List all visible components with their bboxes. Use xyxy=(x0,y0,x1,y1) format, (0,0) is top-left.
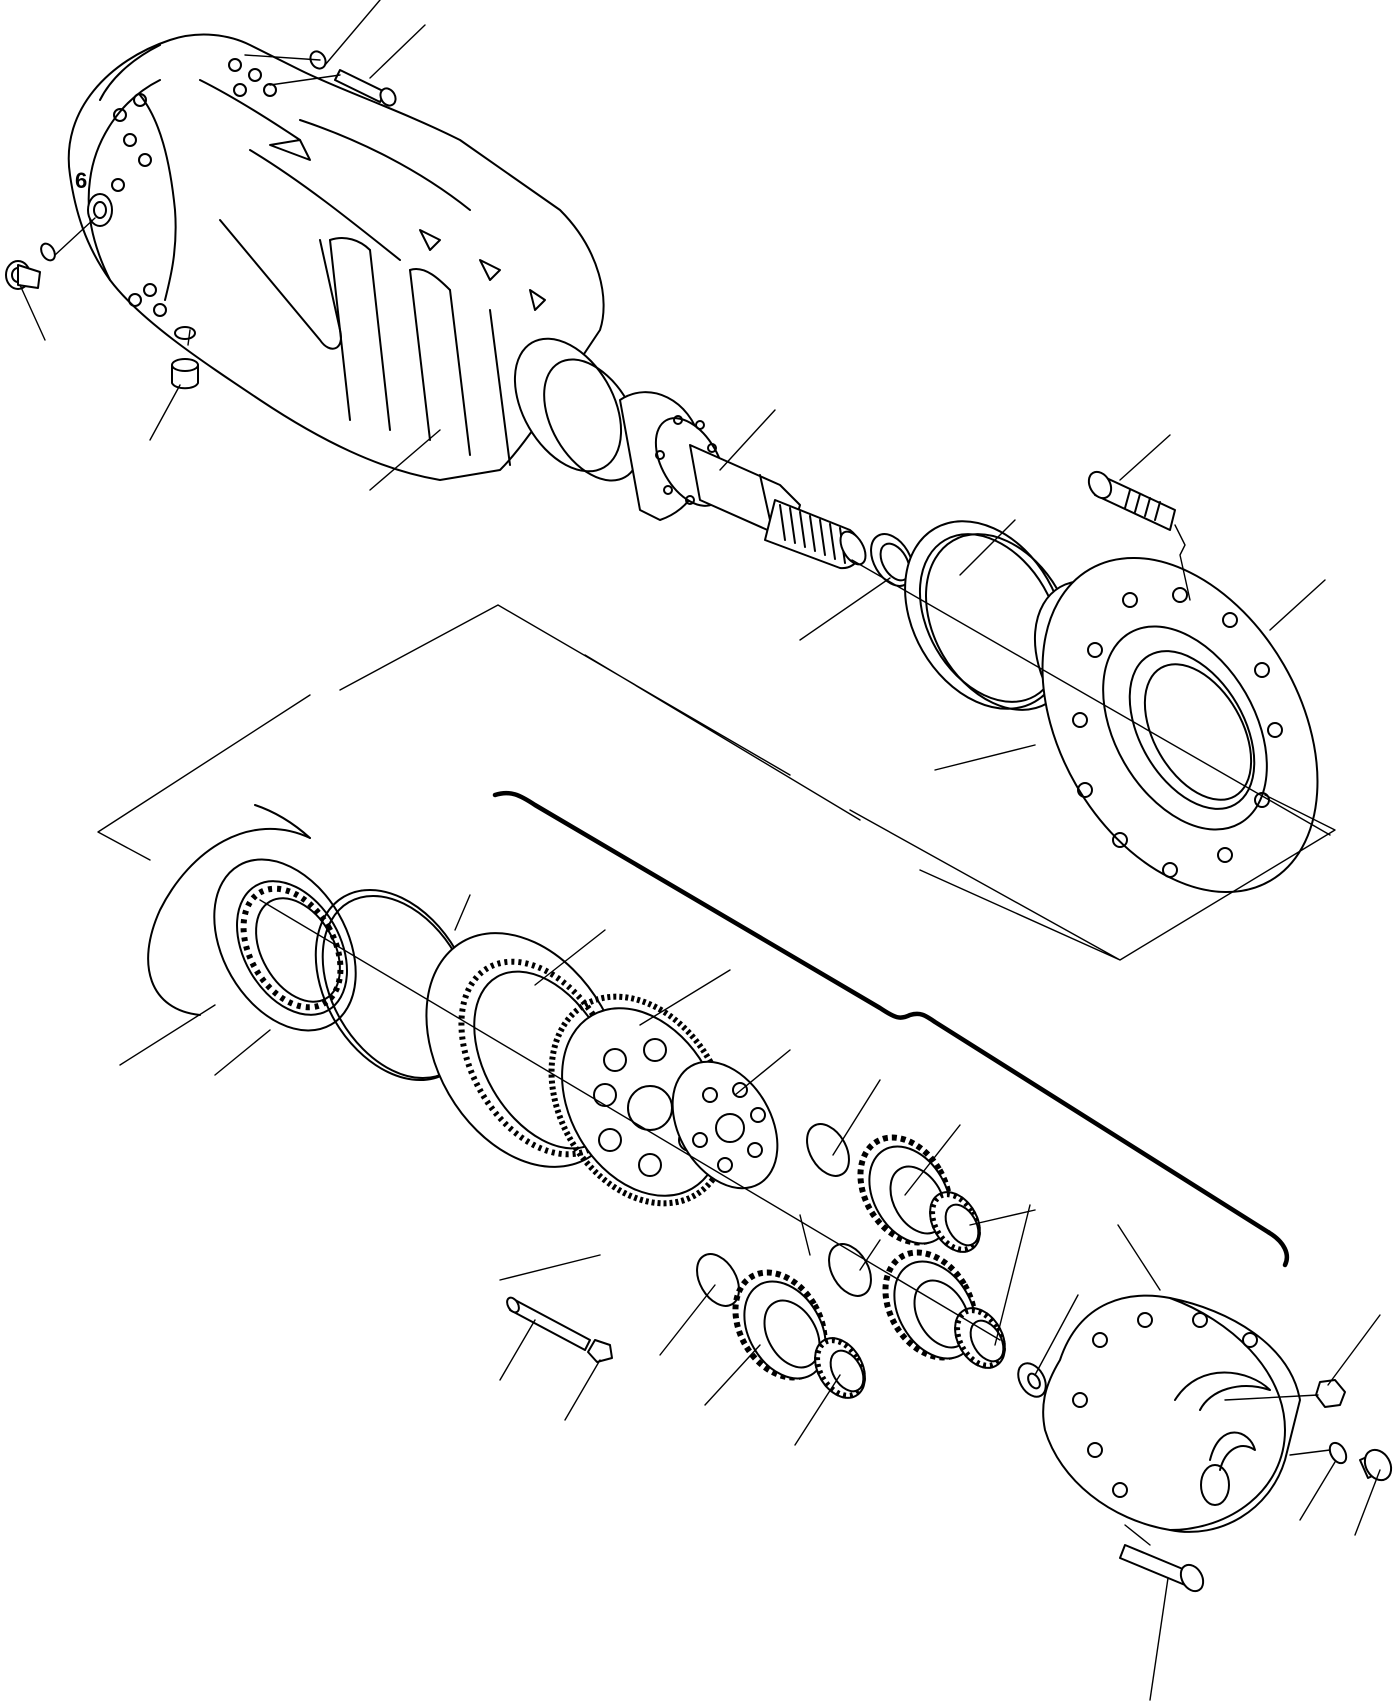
top-bolt xyxy=(309,50,397,107)
housing-mark-label: 6 xyxy=(75,168,87,193)
planetary-cover xyxy=(1042,1294,1301,1533)
axis-lines xyxy=(54,54,1331,1546)
lower-bearing xyxy=(213,858,357,1032)
thrust-washer xyxy=(1017,1362,1047,1398)
shaft-snap-ring xyxy=(870,533,914,587)
cover-nut xyxy=(1315,1379,1346,1408)
fill-plug xyxy=(1328,1441,1393,1482)
cover-screw xyxy=(1119,1544,1205,1593)
kit-bracket xyxy=(492,790,1290,1268)
wheel-stud xyxy=(1087,470,1176,531)
carrier-stud xyxy=(506,1296,613,1363)
oil-seal xyxy=(904,520,1075,711)
planet-gear-upper xyxy=(806,1123,981,1253)
hub-bolt-holes xyxy=(1072,587,1283,878)
thrust-plate xyxy=(671,1060,779,1190)
axle-housing: 6 xyxy=(67,33,605,481)
callout-leaders xyxy=(19,0,1381,1701)
subassembly-outline xyxy=(97,604,1336,961)
drain-plug xyxy=(5,242,56,290)
wheel-hub xyxy=(1041,556,1319,894)
bottom-plug xyxy=(171,326,199,390)
shim-disc xyxy=(147,804,311,1016)
planet-gear-lower xyxy=(696,1253,866,1399)
spindle-shaft xyxy=(689,444,867,570)
housing-bolt-holes xyxy=(111,58,277,317)
